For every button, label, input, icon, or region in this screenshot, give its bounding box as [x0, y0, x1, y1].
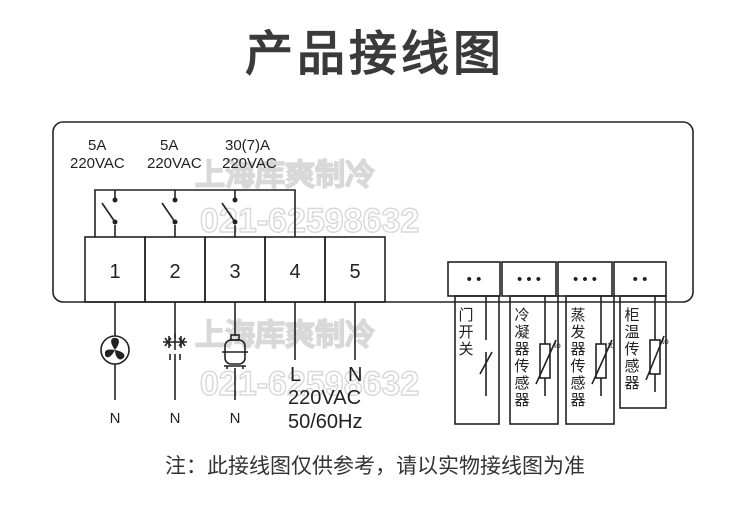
terminal-4-number: 4 [289, 261, 300, 283]
watermark-phone-2: 021-62598632 [200, 365, 419, 403]
terminal-block: 1 2 3 4 5 [84, 236, 386, 303]
svg-text:感: 感 [624, 357, 639, 375]
load-3-neutral: N [230, 410, 241, 427]
relay-3-voltage: 220VAC [222, 155, 277, 172]
relay-3-current: 30(7)A [225, 137, 270, 154]
common-bus [94, 189, 296, 237]
condenser-label: 冷 凝 器 传 感 器 [514, 306, 529, 409]
sensor-connectors: • • • • • • • • • • [447, 261, 667, 297]
evaporator-sensor-box [565, 295, 615, 425]
svg-text:温: 温 [624, 323, 639, 341]
relay-switches [94, 189, 296, 237]
power-line-label: L [290, 364, 301, 386]
cabinet-to-label: to [662, 337, 669, 346]
svg-text:器: 器 [514, 340, 529, 358]
power-input: L N 220VAC 50/60Hz [288, 364, 363, 433]
watermark: 上海库爽制冷 021-62598632 上海库爽制冷 021-62598632 [194, 157, 420, 403]
watermark-company: 上海库爽制冷 [195, 158, 375, 193]
connector-3-dots: • • • [573, 271, 597, 288]
sensor-boxes: 门 开 关 冷 凝 器 传 感 器 to 蒸 [454, 295, 669, 425]
page-title: 产品接线图 [244, 26, 505, 82]
relay-1-contact [101, 202, 116, 223]
svg-text:发: 发 [570, 323, 585, 341]
relay-2-contact [161, 202, 176, 223]
svg-text:传: 传 [570, 357, 585, 375]
door-switch-char-2: 开 [458, 323, 473, 341]
svg-text:感: 感 [570, 374, 585, 392]
footnote: 注：此接线图仅供参考，请以实物接线图为准 [165, 454, 585, 478]
relay-1-current: 5A [88, 137, 106, 154]
cabinet-sensor-box [619, 295, 667, 409]
connector-2-dots: • • • [517, 271, 541, 288]
svg-text:器: 器 [624, 374, 639, 392]
evaporator-thermistor-icon: to [591, 296, 615, 396]
door-switch-char-1: 门 [458, 306, 473, 324]
relay-ratings: 5A 220VAC 5A 220VAC 30(7)A 220VAC [70, 137, 277, 172]
svg-text:器: 器 [570, 340, 585, 358]
power-frequency: 50/60Hz [288, 411, 363, 433]
cabinet-label: 柜 温 传 感 器 [624, 306, 639, 392]
terminal-2-number: 2 [169, 261, 180, 283]
svg-text:冷: 冷 [514, 306, 529, 324]
fan-icon [100, 335, 130, 365]
terminal-1-number: 1 [109, 261, 120, 283]
evaporator-to-label: to [608, 341, 615, 350]
load-wiring [114, 302, 356, 400]
condenser-to-label: to [554, 341, 561, 350]
relay-2-current: 5A [160, 137, 178, 154]
door-switch-label: 门 开 关 [458, 306, 473, 358]
compressor-icon [222, 334, 248, 369]
door-switch-symbol [479, 296, 493, 396]
door-switch-char-3: 关 [458, 340, 473, 358]
svg-text:传: 传 [514, 357, 529, 375]
svg-text:感: 感 [514, 374, 529, 392]
svg-text:器: 器 [570, 391, 585, 409]
svg-text:传: 传 [624, 340, 639, 358]
condenser-thermistor-icon: to [535, 296, 561, 396]
relay-2-voltage: 220VAC [147, 155, 202, 172]
load-1-neutral: N [110, 410, 121, 427]
evaporator-label: 蒸 发 器 传 感 器 [570, 306, 585, 409]
terminal-5-number: 5 [349, 261, 360, 283]
load-2-neutral: N [170, 410, 181, 427]
watermark-company-2: 上海库爽制冷 [195, 318, 375, 353]
cabinet-thermistor-icon: to [645, 296, 669, 392]
relay-3-contact [221, 202, 236, 223]
connector-1-dots: • • [467, 271, 482, 288]
condenser-sensor-box [509, 295, 559, 425]
power-neutral-label: N [348, 364, 362, 386]
svg-text:蒸: 蒸 [570, 306, 585, 324]
terminal-3-number: 3 [229, 261, 240, 283]
relay-1-voltage: 220VAC [70, 155, 125, 172]
svg-text:柜: 柜 [624, 306, 639, 324]
connector-4-dots: • • [633, 271, 648, 288]
door-switch-box [454, 295, 500, 425]
snowflake-defrost-icon [163, 334, 187, 362]
svg-text:器: 器 [514, 391, 529, 409]
power-voltage: 220VAC [288, 387, 361, 409]
svg-text:凝: 凝 [514, 323, 529, 341]
